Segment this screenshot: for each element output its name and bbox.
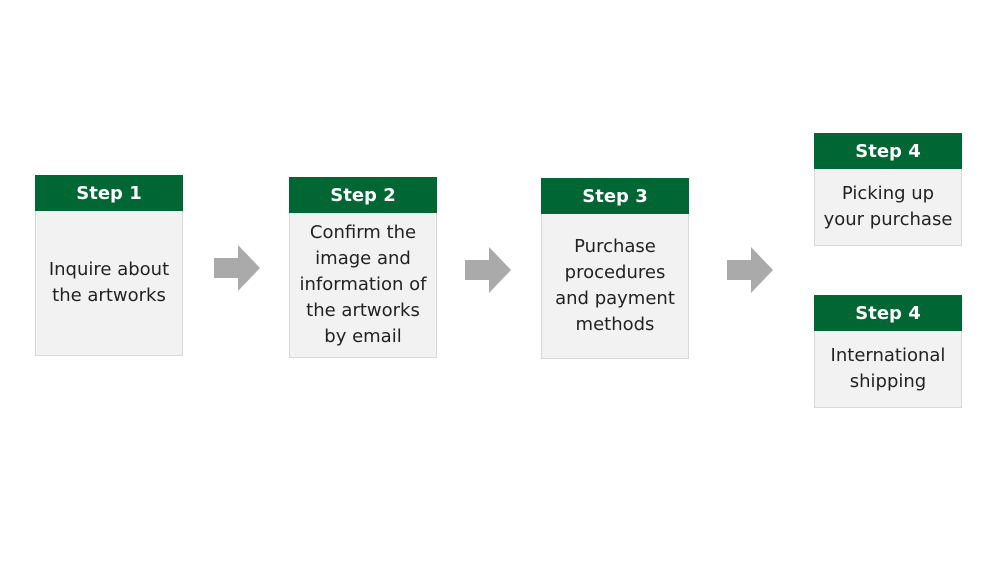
step-3-box: Step 3 Purchase procedures and payment m… — [541, 178, 689, 359]
step-3-text: Purchase procedures and payment methods — [555, 236, 675, 335]
step-4-shipping-box: Step 4 International shipping — [814, 295, 962, 408]
step-2-box: Step 2 Confirm the image and information… — [289, 177, 437, 358]
arrow-right-icon — [465, 247, 511, 293]
step-4-shipping-header: Step 4 — [814, 295, 962, 331]
step-1-text: Inquire about the artworks — [48, 259, 170, 306]
step-2-header: Step 2 — [289, 177, 437, 213]
step-3-header: Step 3 — [541, 178, 689, 214]
step-2-text: Confirm the image and information of the… — [299, 222, 427, 347]
step-4-pickup-text: Picking up your purchase — [823, 183, 953, 230]
arrow-right-icon — [214, 245, 260, 291]
step-4-pickup-header: Step 4 — [814, 133, 962, 169]
step-1-header: Step 1 — [35, 175, 183, 211]
step-1-box: Step 1 Inquire about the artworks — [35, 175, 183, 356]
step-4-shipping-text: International shipping — [830, 345, 946, 392]
arrow-right-icon — [727, 247, 773, 293]
step-4-pickup-box: Step 4 Picking up your purchase — [814, 133, 962, 246]
